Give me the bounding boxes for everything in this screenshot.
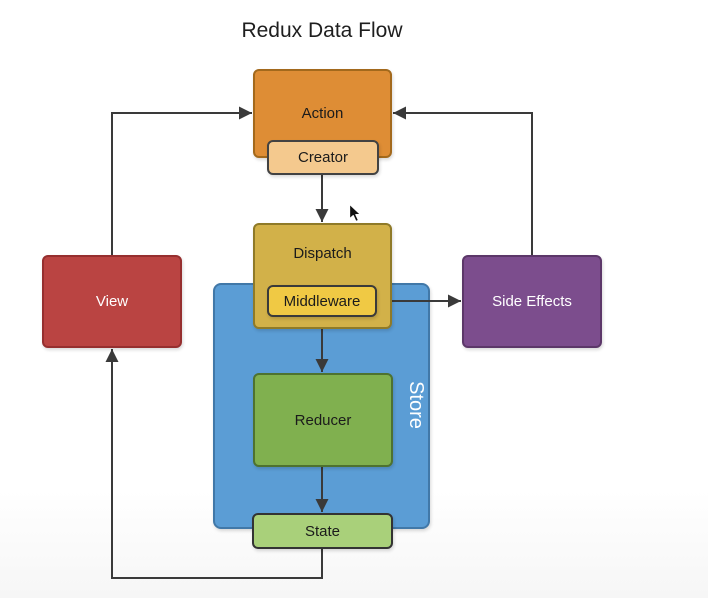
middleware-label: Middleware (283, 292, 361, 310)
view-node: View (42, 255, 182, 348)
store-label: Store (405, 381, 428, 429)
dispatch-label: Dispatch (293, 244, 352, 262)
side-effects-node: Side Effects (462, 255, 602, 348)
action-label: Action (301, 105, 344, 122)
creator-node: Creator (267, 140, 379, 175)
view-label: View (95, 293, 129, 310)
arrow-side-effects-to-action (393, 106, 533, 255)
reducer-node: Reducer (253, 373, 393, 467)
state-node: State (252, 513, 393, 549)
mouse-pointer-icon (348, 203, 362, 223)
middleware-node: Middleware (267, 285, 377, 317)
side-effects-label: Side Effects (492, 293, 572, 310)
arrow-view-to-action (111, 106, 252, 255)
diagram-title: Redux Data Flow (241, 19, 403, 42)
state-label: State (304, 522, 341, 540)
creator-label: Creator (297, 149, 349, 166)
reducer-label: Reducer (294, 411, 352, 429)
